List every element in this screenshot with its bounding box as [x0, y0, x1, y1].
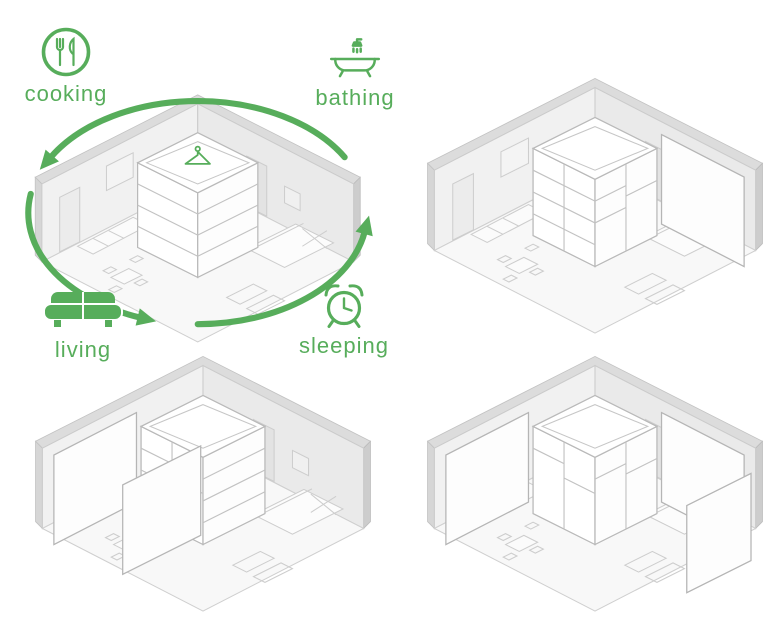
- living-label: living: [54, 337, 112, 362]
- legend-cooking: cooking: [18, 26, 114, 105]
- legend-living: living: [28, 288, 138, 361]
- sliding-panel-front-right: [686, 472, 752, 594]
- legend-bathing: bathing: [300, 34, 410, 109]
- room-view-panels-both: [427, 355, 763, 612]
- cutlery-plate-icon: [41, 27, 91, 77]
- rotating-module: [532, 116, 745, 268]
- legend-sleeping: sleeping: [292, 280, 396, 357]
- room-view-panel-right: [427, 77, 763, 334]
- bathtub-shower-icon: [329, 38, 381, 78]
- rotating-module: [445, 394, 752, 594]
- rotating-module: [53, 394, 266, 576]
- sliding-panel-right: [660, 133, 745, 268]
- sliding-panel-front: [122, 444, 202, 576]
- rotating-module: [137, 132, 259, 279]
- sleeping-label: sleeping: [299, 333, 389, 358]
- room-view-panel-left: [35, 355, 371, 612]
- cooking-label: cooking: [24, 81, 108, 106]
- sofa-icon: [43, 292, 123, 327]
- sliding-panel-left: [53, 411, 138, 546]
- sliding-panel-left: [445, 411, 530, 546]
- alarm-clock-icon: [324, 284, 364, 328]
- hanger-icon: [184, 145, 211, 165]
- bathing-label: bathing: [315, 85, 395, 110]
